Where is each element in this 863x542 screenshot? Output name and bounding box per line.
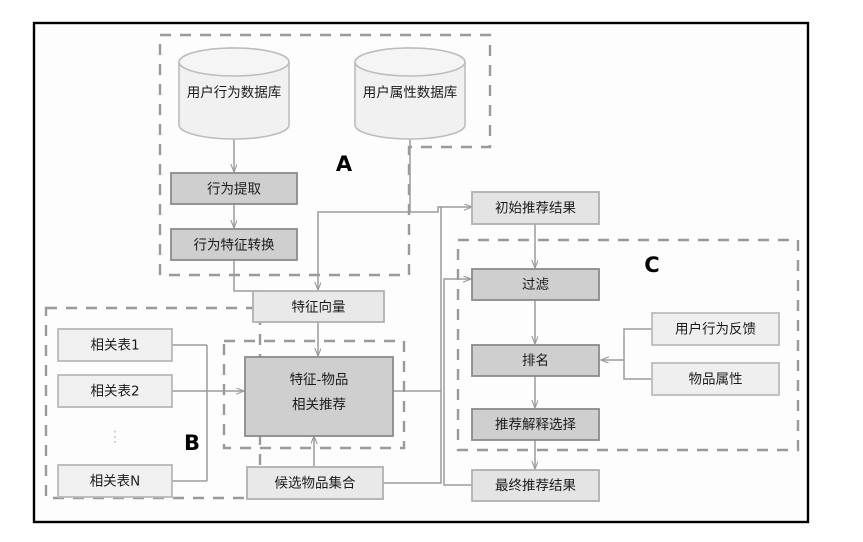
node-label-db-attribute: 用户属性数据库 bbox=[363, 84, 458, 101]
node-rel-table-1[interactable]: 相关表1 bbox=[57, 328, 173, 362]
connector-layer bbox=[172, 139, 652, 486]
node-rel-table-n[interactable]: 相关表N bbox=[57, 464, 173, 498]
node-behavior-extract[interactable]: 行为提取 bbox=[170, 172, 298, 205]
edge-dbattr-featurevector bbox=[318, 139, 411, 290]
vertical-ellipsis: ⋮ bbox=[108, 428, 123, 446]
node-label-candidate-set: 候选物品集合 bbox=[275, 476, 356, 492]
node-filter[interactable]: 过滤 bbox=[471, 268, 600, 301]
node-label-rel-table-1: 相关表1 bbox=[90, 338, 139, 354]
node-ranking[interactable]: 排名 bbox=[471, 344, 600, 377]
node-label-item-attribute: 物品属性 bbox=[689, 372, 743, 388]
node-item-attribute[interactable]: 物品属性 bbox=[651, 362, 780, 396]
node-db-attribute[interactable]: 用户属性数据库 bbox=[354, 47, 466, 140]
node-label-initial-result: 初始推荐结果 bbox=[495, 200, 576, 217]
node-final-result[interactable]: 最终推荐结果 bbox=[471, 469, 600, 502]
edge-dbattr-initialresult bbox=[410, 207, 472, 213]
node-label-rel-table-n: 相关表N bbox=[90, 474, 141, 490]
group-box-c bbox=[456, 238, 800, 452]
group-label-c: C bbox=[644, 253, 659, 277]
node-label-final-result: 最终推荐结果 bbox=[495, 478, 576, 494]
node-label-user-feedback: 用户行为反馈 bbox=[675, 321, 756, 338]
group-box-a bbox=[158, 33, 492, 277]
node-candidate-set[interactable]: 候选物品集合 bbox=[246, 466, 384, 500]
group-box-core bbox=[222, 339, 406, 450]
edge-feedback-ranking bbox=[601, 328, 652, 360]
group-label-b: B bbox=[184, 431, 200, 455]
node-label-filter: 过滤 bbox=[522, 277, 550, 293]
node-explain-select[interactable]: 推荐解释选择 bbox=[471, 408, 600, 441]
node-label-feature-item-rec-line2: 相关推荐 bbox=[292, 397, 346, 413]
node-label-db-behavior: 用户行为数据库 bbox=[187, 84, 282, 101]
node-label-feature-vector: 特征向量 bbox=[292, 300, 346, 316]
node-rel-table-2[interactable]: 相关表2 bbox=[57, 374, 173, 408]
group-label-a: A bbox=[336, 152, 353, 176]
node-initial-result[interactable]: 初始推荐结果 bbox=[471, 191, 600, 225]
node-label-behavior-extract: 行为提取 bbox=[207, 182, 261, 198]
edge-candidate-initialresult bbox=[383, 207, 442, 484]
node-label-rel-table-2: 相关表2 bbox=[90, 384, 139, 400]
node-feature-item-rec[interactable]: 特征-物品 相关推荐 bbox=[244, 356, 394, 437]
node-behavior-transform[interactable]: 行为特征转换 bbox=[170, 228, 298, 261]
node-label-behavior-transform: 行为特征转换 bbox=[194, 238, 275, 254]
node-label-ranking: 排名 bbox=[522, 353, 549, 369]
node-label-explain-select: 推荐解释选择 bbox=[495, 417, 576, 433]
node-user-feedback[interactable]: 用户行为反馈 bbox=[651, 312, 780, 346]
edge-itemattr-ranking bbox=[623, 360, 652, 380]
node-label-feature-item-rec-line1: 特征-物品 bbox=[290, 372, 349, 388]
edge-final-filter-loop bbox=[443, 279, 473, 486]
node-db-behavior[interactable]: 用户行为数据库 bbox=[178, 47, 290, 140]
node-feature-vector[interactable]: 特征向量 bbox=[252, 290, 385, 323]
